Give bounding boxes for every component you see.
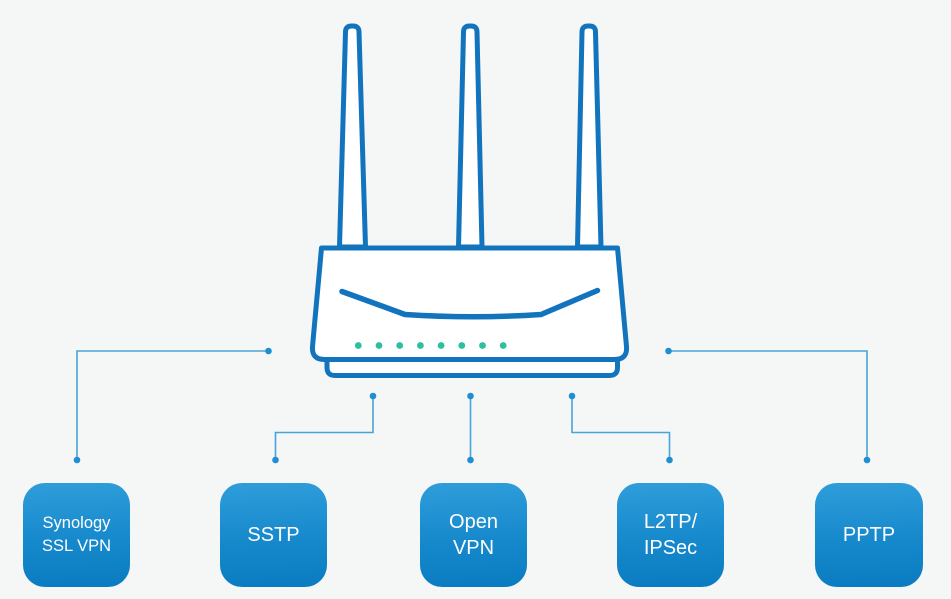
connector-dot bbox=[73, 456, 81, 464]
vpn-box-label: Synology SSL VPN bbox=[42, 512, 111, 558]
led-dot bbox=[479, 342, 486, 349]
label-line: PPTP bbox=[842, 524, 896, 546]
vpn-box-label: Open VPN bbox=[449, 509, 498, 561]
router-antenna-left bbox=[337, 23, 368, 250]
vpn-box-l2tp-ipsec: L2TP/ IPSec bbox=[617, 483, 724, 587]
router-led-indicators bbox=[354, 342, 507, 349]
label-line: L2TP/ bbox=[643, 511, 698, 533]
label-line: VPN bbox=[452, 537, 495, 559]
vpn-box-label: SSTP bbox=[247, 522, 299, 548]
label-line: Synology bbox=[42, 514, 111, 532]
vpn-box-sstp: SSTP bbox=[220, 483, 327, 587]
vpn-box-label: L2TP/ IPSec bbox=[644, 509, 697, 561]
connector-dot bbox=[272, 456, 279, 464]
led-dot bbox=[354, 342, 362, 349]
led-dot bbox=[458, 342, 466, 349]
router-swoosh-line bbox=[339, 287, 601, 320]
connector-lines bbox=[76, 350, 868, 460]
router-antenna-right bbox=[575, 23, 604, 250]
led-dot bbox=[375, 342, 383, 349]
connector-line-sstp bbox=[274, 396, 374, 460]
connector-line-pptp bbox=[668, 350, 868, 460]
router-body bbox=[309, 245, 630, 362]
label-line: SSTP bbox=[247, 524, 300, 546]
label-line: SSL VPN bbox=[41, 537, 112, 555]
led-dot bbox=[417, 342, 424, 349]
connector-dot bbox=[265, 347, 272, 355]
router-antenna-middle bbox=[456, 23, 485, 250]
connector-dot bbox=[568, 392, 576, 400]
connector-line-l2tp bbox=[571, 396, 671, 460]
connector-dot bbox=[863, 456, 871, 464]
connector-line-synology bbox=[76, 350, 269, 460]
vpn-box-openvpn: Open VPN bbox=[420, 483, 527, 587]
led-dot bbox=[396, 342, 404, 349]
router-icon bbox=[309, 23, 630, 378]
connector-dot bbox=[369, 392, 377, 400]
connector-dot bbox=[467, 392, 474, 400]
connector-dot bbox=[666, 456, 673, 464]
vpn-box-label: PPTP bbox=[843, 522, 895, 548]
connector-dot bbox=[665, 347, 672, 355]
label-line: Open bbox=[449, 511, 498, 533]
led-dot bbox=[499, 342, 507, 349]
router-antennas bbox=[337, 23, 604, 250]
connector-dot bbox=[467, 456, 474, 464]
led-dot bbox=[437, 342, 445, 349]
vpn-box-synology-ssl-vpn: Synology SSL VPN bbox=[23, 483, 130, 587]
connector-endpoint-dots bbox=[73, 347, 871, 464]
label-line: IPSec bbox=[643, 537, 698, 559]
vpn-box-pptp: PPTP bbox=[815, 483, 923, 587]
